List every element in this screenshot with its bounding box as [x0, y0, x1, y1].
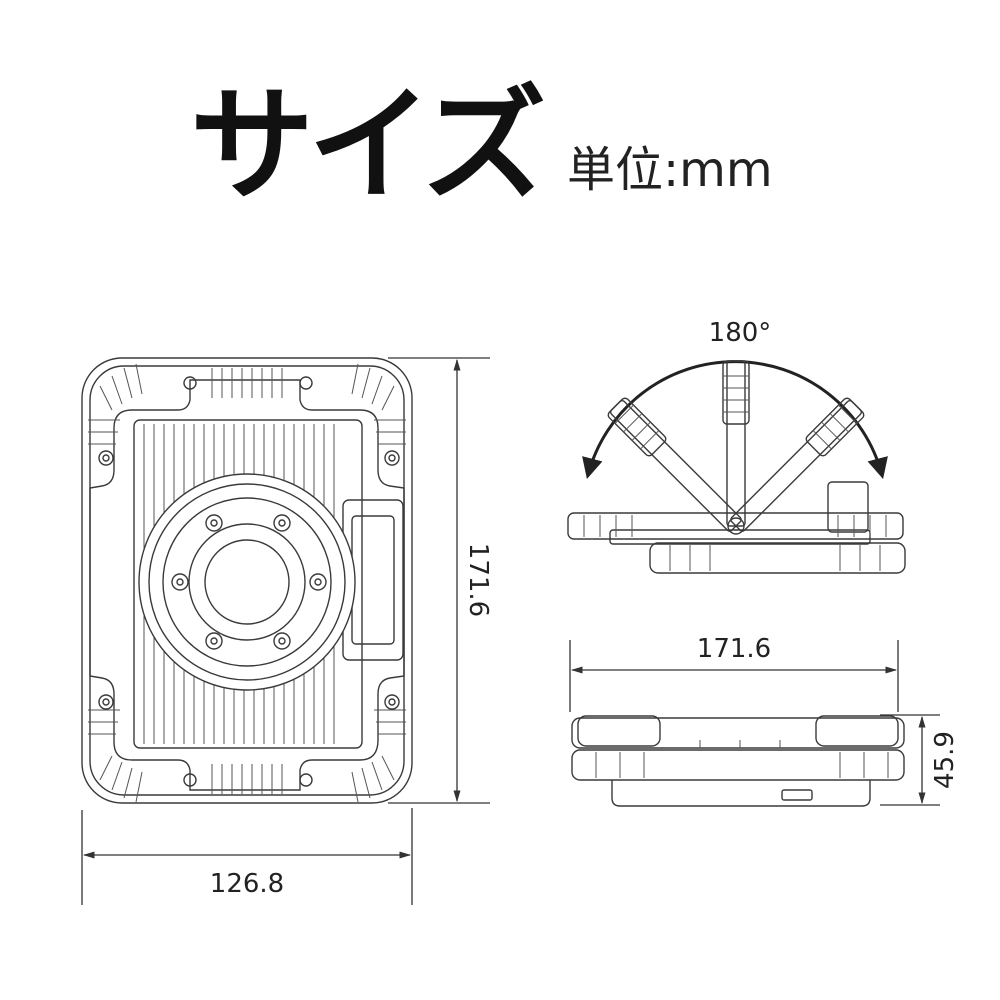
lens — [204, 539, 290, 625]
front-height-label: 171.6 — [463, 543, 493, 617]
lamp-housing — [138, 473, 356, 691]
side-height-label: 45.9 — [930, 731, 960, 789]
side-width-label: 171.6 — [697, 634, 771, 664]
front-view: 126.8 171.6 — [81, 357, 493, 905]
page-title: サイズ — [190, 74, 546, 218]
pivot — [727, 517, 745, 535]
side-top-bumper — [571, 717, 905, 749]
rotation-view: 180° — [567, 318, 906, 574]
rotation-arc — [582, 360, 888, 480]
side-bottom-bumper — [571, 749, 905, 781]
front-width-label: 126.8 — [210, 869, 284, 899]
front-outer-frame — [81, 357, 413, 804]
rotation-bottom-bumper — [649, 542, 906, 574]
side-view: 171.6 45.9 — [569, 634, 960, 807]
rotation-angle-label: 180° — [709, 318, 772, 348]
switch-panel — [351, 515, 395, 645]
unit-label: 単位:mm — [567, 142, 773, 198]
front-fin-panel — [133, 419, 363, 749]
